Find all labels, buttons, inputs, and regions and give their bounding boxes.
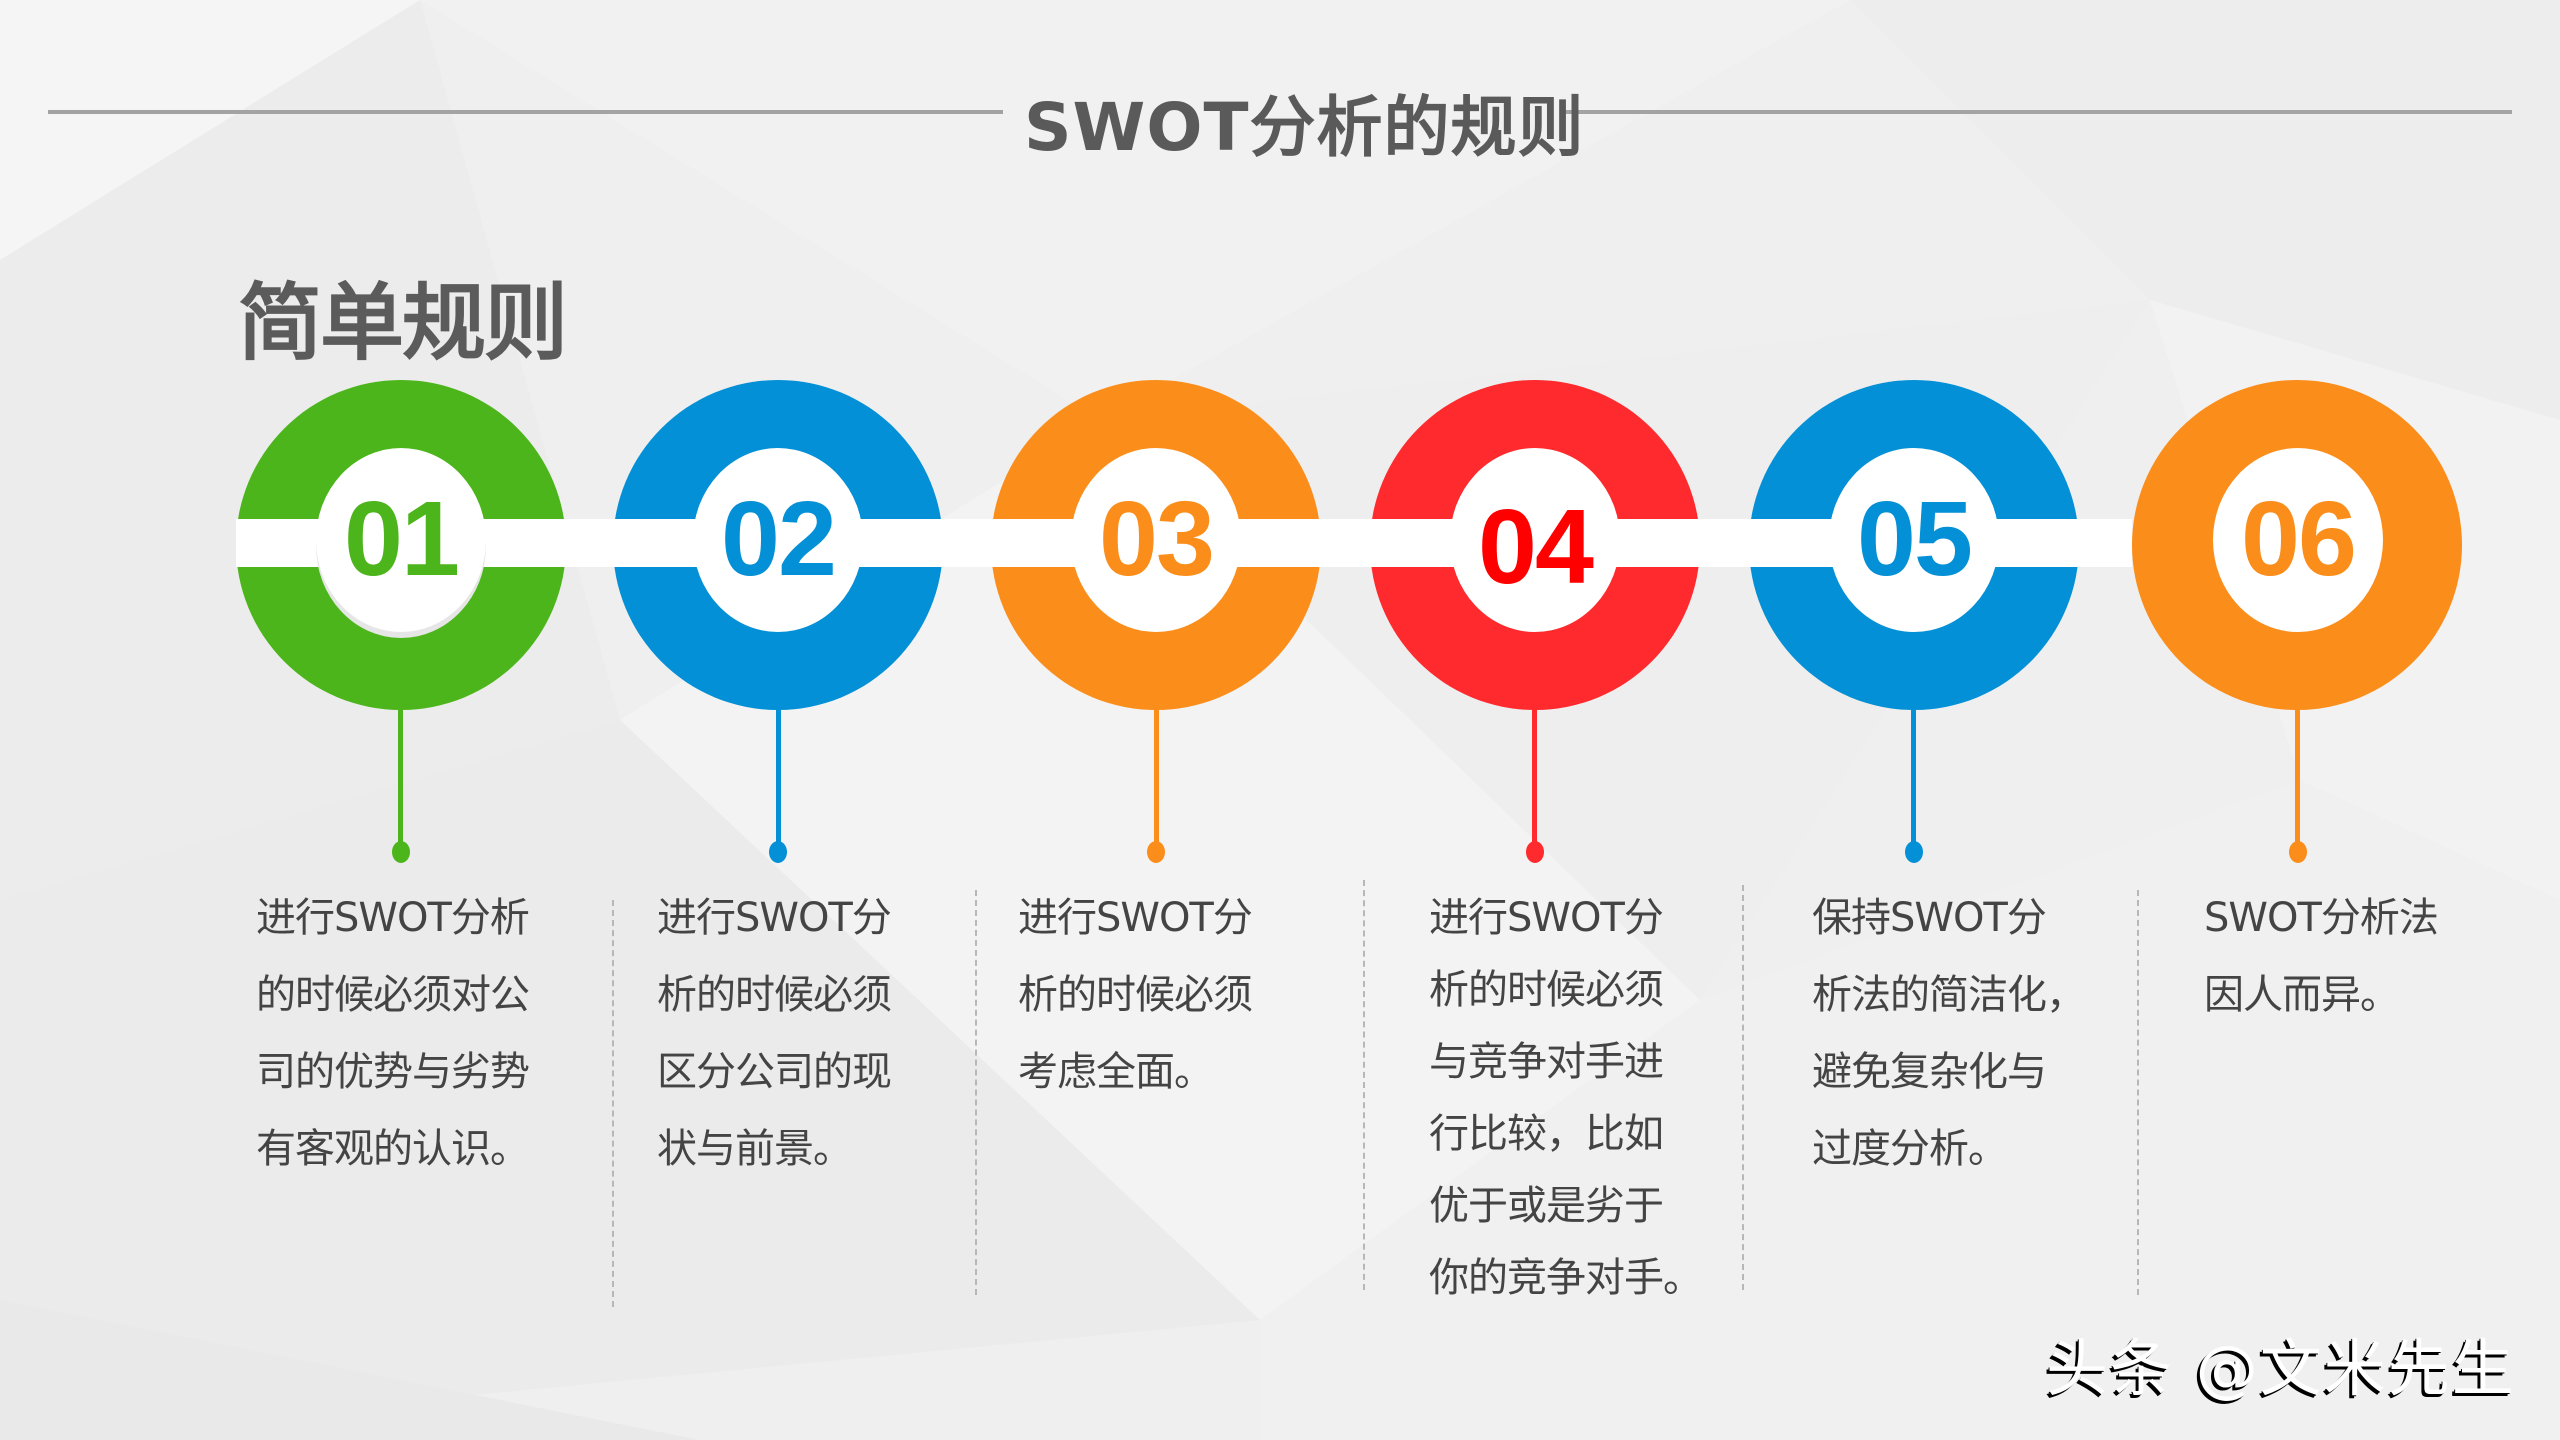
step-dot [769, 841, 787, 863]
title-rule-right [1563, 110, 2512, 114]
step-description: 进行SWOT分 析的时候必须 考虑全面。 [1018, 895, 1253, 1095]
step-inner-circle [1829, 448, 1999, 632]
step-number: 06 [2241, 480, 2357, 598]
step-number: 05 [1857, 480, 1973, 598]
step-description: 保持SWOT分 析法的简洁化， 避免复杂化与 过度分析。 [1812, 895, 2086, 1172]
step-dot [1526, 841, 1544, 863]
column-divider [2137, 890, 2139, 1295]
step-dot [2289, 841, 2307, 863]
step-inner-circle [1450, 448, 1620, 632]
column-divider [1363, 880, 1365, 1290]
step-description: 进行SWOT分 析的时候必须 区分公司的现 状与前景。 [657, 895, 892, 1172]
section-heading: 简单规则 [238, 274, 568, 372]
step-description: 进行SWOT分 析的时候必须 与竞争对手进 行比较，比如 优于或是劣于 你的竞争… [1429, 895, 1703, 1301]
step-stem [2295, 708, 2300, 848]
watermark: 头条 @文米先生 [2046, 1332, 2516, 1405]
step-inner-circle [2213, 448, 2383, 632]
step-stem [398, 708, 403, 848]
step-number: 03 [1099, 480, 1215, 598]
step-stem [1532, 708, 1537, 848]
step-stem [776, 708, 781, 848]
step-dot [1905, 841, 1923, 863]
step-number: 02 [721, 480, 837, 598]
column-divider [1742, 885, 1744, 1290]
step-dot [1147, 841, 1165, 863]
step-inner-circle [316, 448, 486, 632]
title-rule-left [48, 110, 1003, 114]
step-description: SWOT分析法 因人而异。 [2204, 895, 2439, 1018]
step-dot [392, 841, 410, 863]
step-stem [1911, 708, 1916, 848]
column-divider [975, 890, 977, 1295]
step-number: 01 [344, 480, 460, 598]
step-inner-circle [693, 448, 863, 632]
step-inner-circle [1071, 448, 1241, 632]
step-description: 进行SWOT分析 的时候必须对公 司的优势与劣势 有客观的认识。 [256, 895, 530, 1172]
column-divider [612, 900, 614, 1307]
step-stem [1154, 708, 1159, 848]
step-number: 04 [1478, 488, 1594, 606]
slide-title: SWOT分析的规则 [1024, 89, 1585, 166]
